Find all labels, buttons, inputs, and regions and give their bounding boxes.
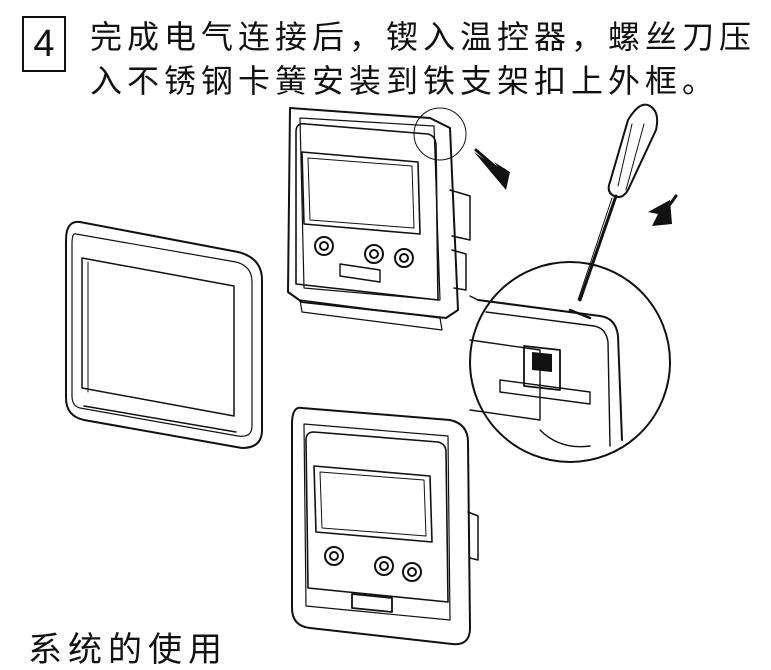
step-number-box: 4	[22, 16, 66, 72]
outer-frame	[65, 220, 263, 449]
instruction-line-1: 完成电气连接后，锲入温控器，螺丝刀压	[90, 18, 757, 56]
thermostat-assembled	[291, 406, 479, 646]
instruction-line-2: 入不锈钢卡簧安装到铁支架扣上外框。	[90, 62, 720, 100]
thermostat-module-top	[287, 107, 471, 331]
step-number: 4	[33, 22, 55, 65]
screwdriver-icon	[577, 103, 659, 302]
arrow-down-right-icon	[474, 152, 510, 190]
instruction-text: 完成电气连接后，锲入温控器，螺丝刀压 入不锈钢卡簧安装到铁支架扣上外框。	[90, 15, 760, 103]
arrow-down-icon	[648, 200, 672, 226]
next-section-heading-partial: 系统的使用	[28, 630, 228, 670]
arrow-shaft-diagonal	[474, 148, 508, 178]
installation-illustration	[65, 103, 678, 646]
detail-zoom-circle	[469, 261, 671, 463]
